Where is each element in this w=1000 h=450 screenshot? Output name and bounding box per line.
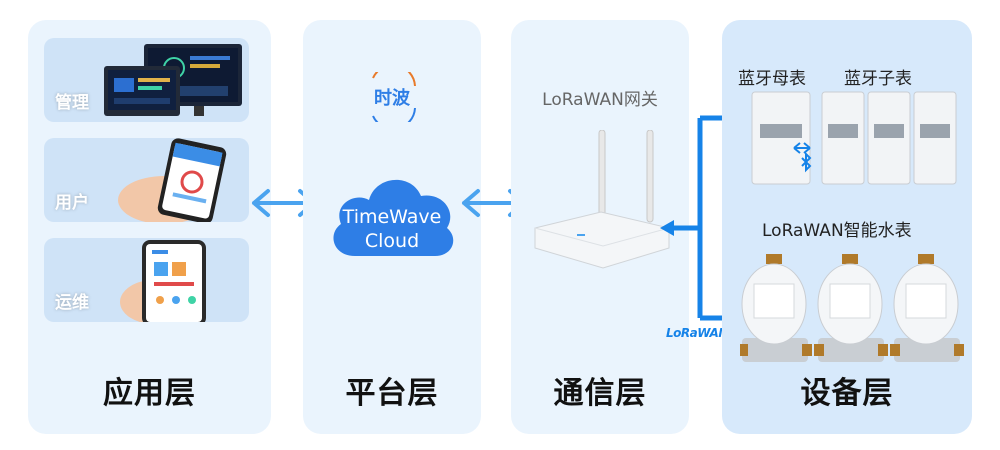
cloud-label-line1: TimeWave [342, 206, 442, 228]
bluetooth-electric-meters-icon [751, 91, 957, 185]
communication-layer-panel: LoRaWAN网关 通信层 [511, 20, 689, 434]
bluetooth-master-meter-label: 蓝牙母表 [738, 69, 806, 89]
device-layer-title: 设备层 [800, 376, 894, 411]
cloud-icon [333, 179, 454, 256]
cloud-label-line2: Cloud [364, 230, 420, 252]
communication-layer-title: 通信层 [553, 376, 647, 411]
operation-card[interactable]: 运维 [44, 238, 249, 322]
operation-phone-icon [120, 240, 206, 322]
operation-label: 运维 [55, 293, 89, 313]
timewave-logo-text: 时波 [374, 88, 410, 109]
bidirectional-arrow-icon [252, 189, 316, 217]
gateway-label: LoRaWAN网关 [542, 90, 658, 110]
bidirectional-arrow-icon [462, 189, 526, 217]
user-phone-icon [118, 138, 227, 222]
device-layer-panel: 蓝牙母表 蓝牙子表 LoRaWAN智能水表 [722, 20, 972, 434]
platform-layer-panel: 时波 TimeWave Cloud 平台层 [303, 20, 481, 434]
lorawan-logo: LoRaWAN [666, 326, 728, 340]
lorawan-water-meters-icon [740, 254, 964, 362]
user-label: 用户 [55, 193, 89, 213]
timewave-logo-icon [372, 72, 416, 122]
platform-layer-title: 平台层 [345, 376, 439, 411]
management-label: 管理 [55, 93, 89, 113]
management-card[interactable]: 管理 [44, 38, 249, 122]
lorawan-water-meter-label: LoRaWAN智能水表 [762, 221, 912, 241]
management-dashboard-icon [104, 44, 242, 116]
gateway-router-icon [534, 130, 670, 269]
user-card[interactable]: 用户 [44, 138, 249, 222]
application-layer-panel: 管理 用户 运维 应用层 [28, 20, 271, 434]
bluetooth-slave-meter-label: 蓝牙子表 [844, 69, 912, 89]
application-layer-title: 应用层 [103, 376, 196, 411]
